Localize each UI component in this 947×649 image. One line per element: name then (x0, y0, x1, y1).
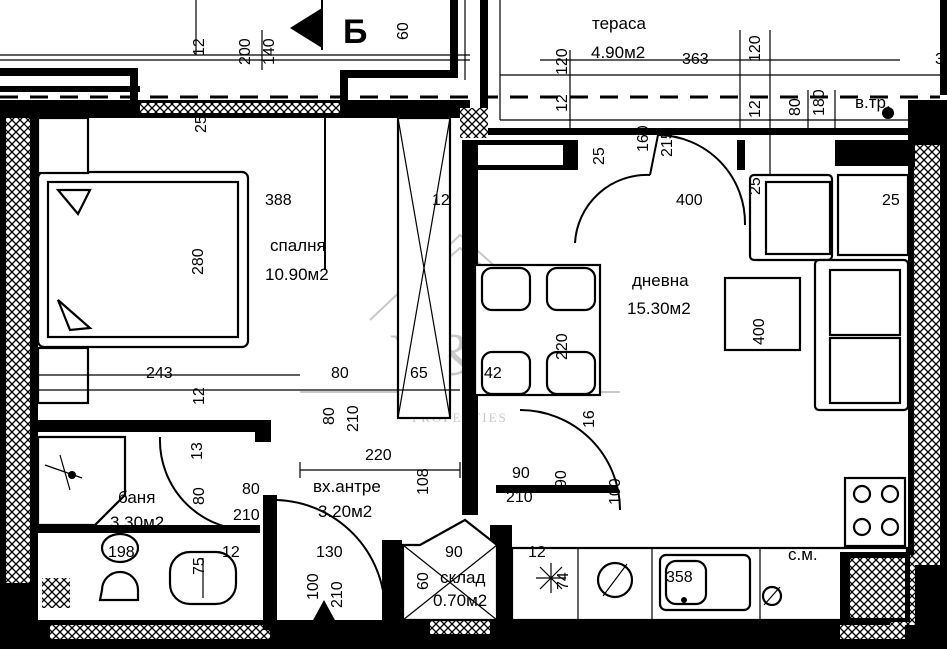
bedroom-area: 10.90м2 (265, 265, 329, 284)
dim-12-l: 12 (191, 387, 208, 405)
dim-25-c: 25 (747, 177, 764, 195)
hallway (276, 462, 499, 622)
dim-140: 140 (261, 38, 278, 65)
section-mark-label: Б (343, 13, 367, 51)
dim-100-b: 100 (305, 573, 322, 600)
dim-60-top: 60 (395, 22, 412, 40)
living-room (473, 134, 910, 511)
dim-210-b: 210 (506, 489, 533, 506)
dim-25-b: 25 (591, 147, 608, 165)
terrace-area-label: 4.90м2 (591, 43, 645, 62)
dim-42: 42 (484, 365, 502, 382)
bottom-label: стр.А ап.7 (275, 641, 354, 649)
dim-363: 363 (682, 51, 709, 68)
dim-358: 358 (666, 569, 693, 586)
vtr-label: в.тр. (855, 93, 891, 112)
dim-25-bed: 25 (193, 115, 210, 133)
dim-280: 280 (190, 248, 207, 275)
bathroom-area: 3.30м2 (110, 513, 164, 532)
dim-90-a: 90 (512, 465, 530, 482)
hallway-area: 3.20м2 (318, 502, 372, 521)
dim-200: 200 (237, 38, 254, 65)
dim-120-a: 120 (554, 48, 571, 75)
dim-74: 74 (555, 572, 572, 590)
sm-label: с.м. (788, 545, 818, 564)
bedroom (36, 116, 460, 420)
terrace-area (480, 0, 947, 200)
dim-243: 243 (146, 365, 173, 382)
dim-12-t1: 12 (554, 94, 571, 112)
kitchen (510, 476, 910, 622)
dimensions: 363 37 388 12 400 25 243 80 65 42 220 90… (108, 51, 947, 586)
dim-108: 108 (415, 468, 432, 495)
dim-37: 37 (935, 51, 947, 68)
dim-400-h: 400 (676, 192, 703, 209)
bathroom-name: баня (118, 488, 155, 507)
dim-400-v: 400 (751, 318, 768, 345)
storage-area: 0.70м2 (433, 591, 487, 610)
dim-210-d: 210 (329, 581, 346, 608)
dim-12-k: 12 (528, 544, 546, 561)
dim-90-s: 90 (445, 544, 463, 561)
dim-80-b: 80 (321, 407, 338, 425)
dim-12-bath: 12 (222, 544, 240, 561)
bedroom-name: спалня (270, 236, 326, 255)
living-area: 15.30м2 (627, 299, 691, 318)
dim-16: 16 (581, 410, 598, 428)
dim-80-a: 80 (331, 365, 349, 382)
bathroom (36, 435, 256, 606)
dim-198: 198 (108, 544, 135, 561)
room-labels: тераса 4.90м2 спалня 10.90м2 дневна 15.3… (110, 14, 891, 649)
dim-180: 180 (811, 89, 828, 116)
hallway-name: вх.антре (313, 477, 381, 496)
dim-160: 160 (635, 125, 652, 152)
dim-388: 388 (265, 192, 292, 209)
dim-120-b: 120 (747, 35, 764, 62)
storage-name: склад (440, 568, 486, 587)
dim-130: 130 (316, 544, 343, 561)
dim-210-c: 210 (233, 507, 260, 524)
dim-220-h: 220 (365, 447, 392, 464)
dim-12-top: 12 (191, 38, 208, 56)
dim-12-mid: 12 (432, 192, 450, 209)
dim-12-t2: 12 (747, 100, 764, 118)
living-name: дневна (632, 271, 689, 290)
top-corridor (0, 0, 940, 108)
section-mark: Б (290, 0, 367, 51)
dim-220-v: 220 (554, 333, 571, 360)
dim-80-c: 80 (242, 481, 260, 498)
dim-90-v: 90 (553, 470, 570, 488)
terrace-name: тераса (592, 14, 646, 33)
dim-65: 65 (410, 365, 428, 382)
dim-75: 75 (191, 557, 208, 575)
dim-80-v: 80 (191, 487, 208, 505)
exterior-walls (0, 100, 947, 649)
dim-13: 13 (189, 442, 206, 460)
dim-25-r: 25 (882, 192, 900, 209)
dim-210-a: 210 (345, 405, 362, 432)
dim-100-v: 100 (607, 478, 624, 505)
dimensions-vertical: 200 140 60 12 120 120 12 12 80 180 25 25… (189, 22, 828, 608)
dim-80-t: 80 (787, 98, 804, 116)
dim-215: 215 (659, 130, 676, 157)
dim-60-s: 60 (415, 572, 432, 590)
